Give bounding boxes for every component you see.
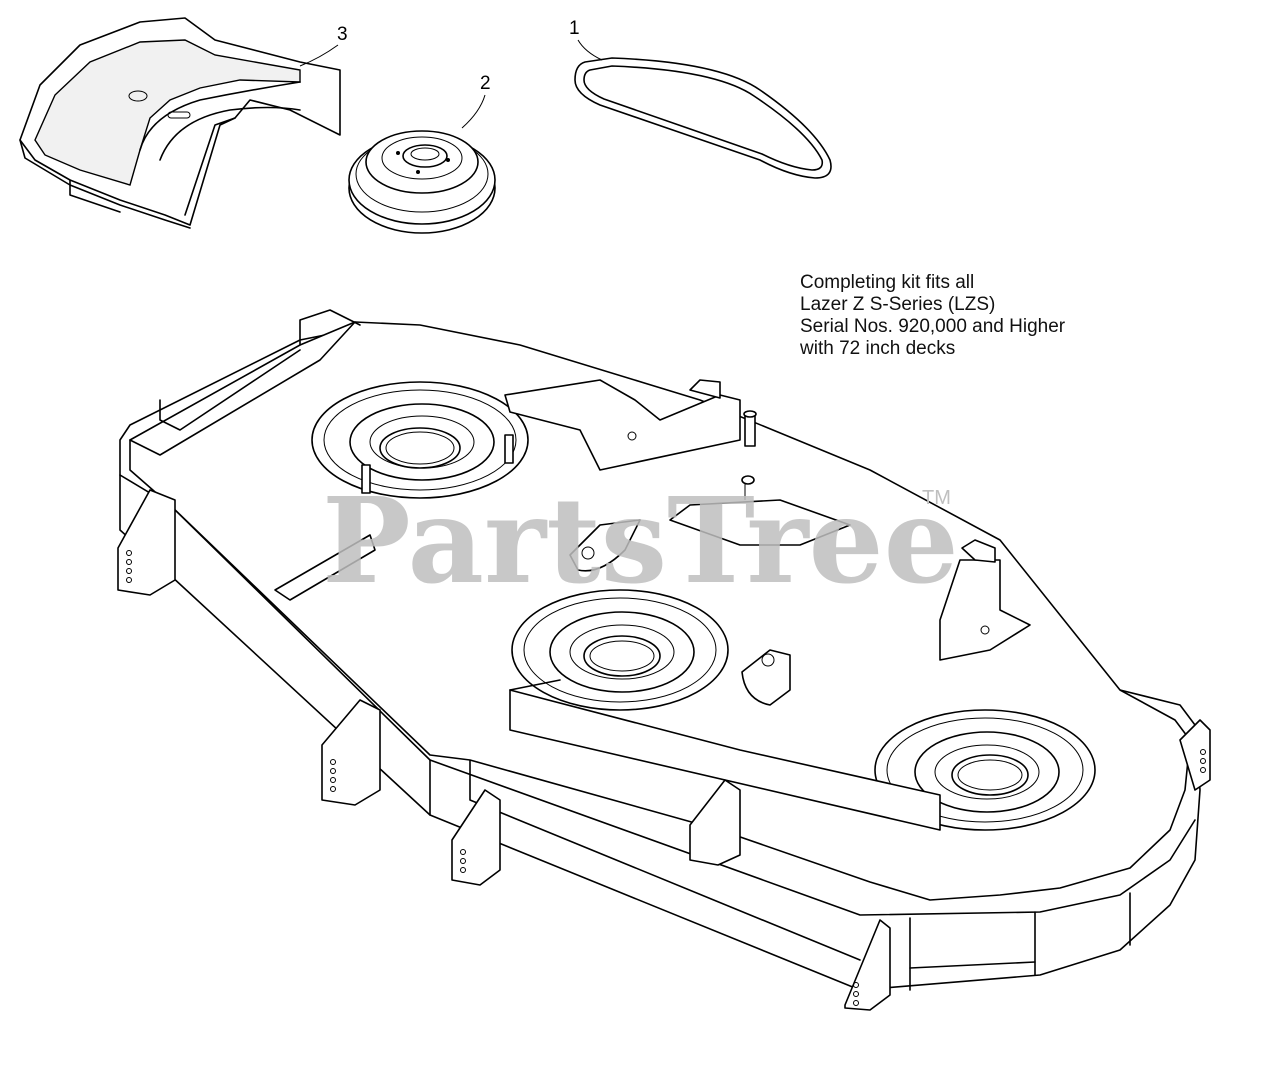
callout-1: 1 [569,18,603,61]
watermark-tm: TM [922,487,951,509]
note-line-4: with 72 inch decks [800,338,956,359]
compatibility-note: Completing kit fits all Lazer Z S-Series… [800,272,1065,360]
callout-label-3: 3 [337,24,348,45]
note-line-3: Serial Nos. 920,000 and Higher [800,316,1066,337]
belt-part[interactable] [574,57,832,179]
parts-tree-watermark: PartsTree TM [322,471,959,610]
callout-3: 3 [299,24,348,67]
belt-cover-part[interactable] [19,17,341,229]
note-line-1: Completing kit fits all [800,272,975,293]
callout-2: 2 [461,73,491,129]
callout-label-1: 1 [569,18,580,39]
callout-label-2: 2 [480,73,491,94]
mower-deck-part[interactable] [117,309,1211,1011]
note-line-2: Lazer Z S-Series (LZS) [800,294,996,315]
watermark-text: PartsTree [322,471,959,610]
pulley-part[interactable] [348,130,496,234]
